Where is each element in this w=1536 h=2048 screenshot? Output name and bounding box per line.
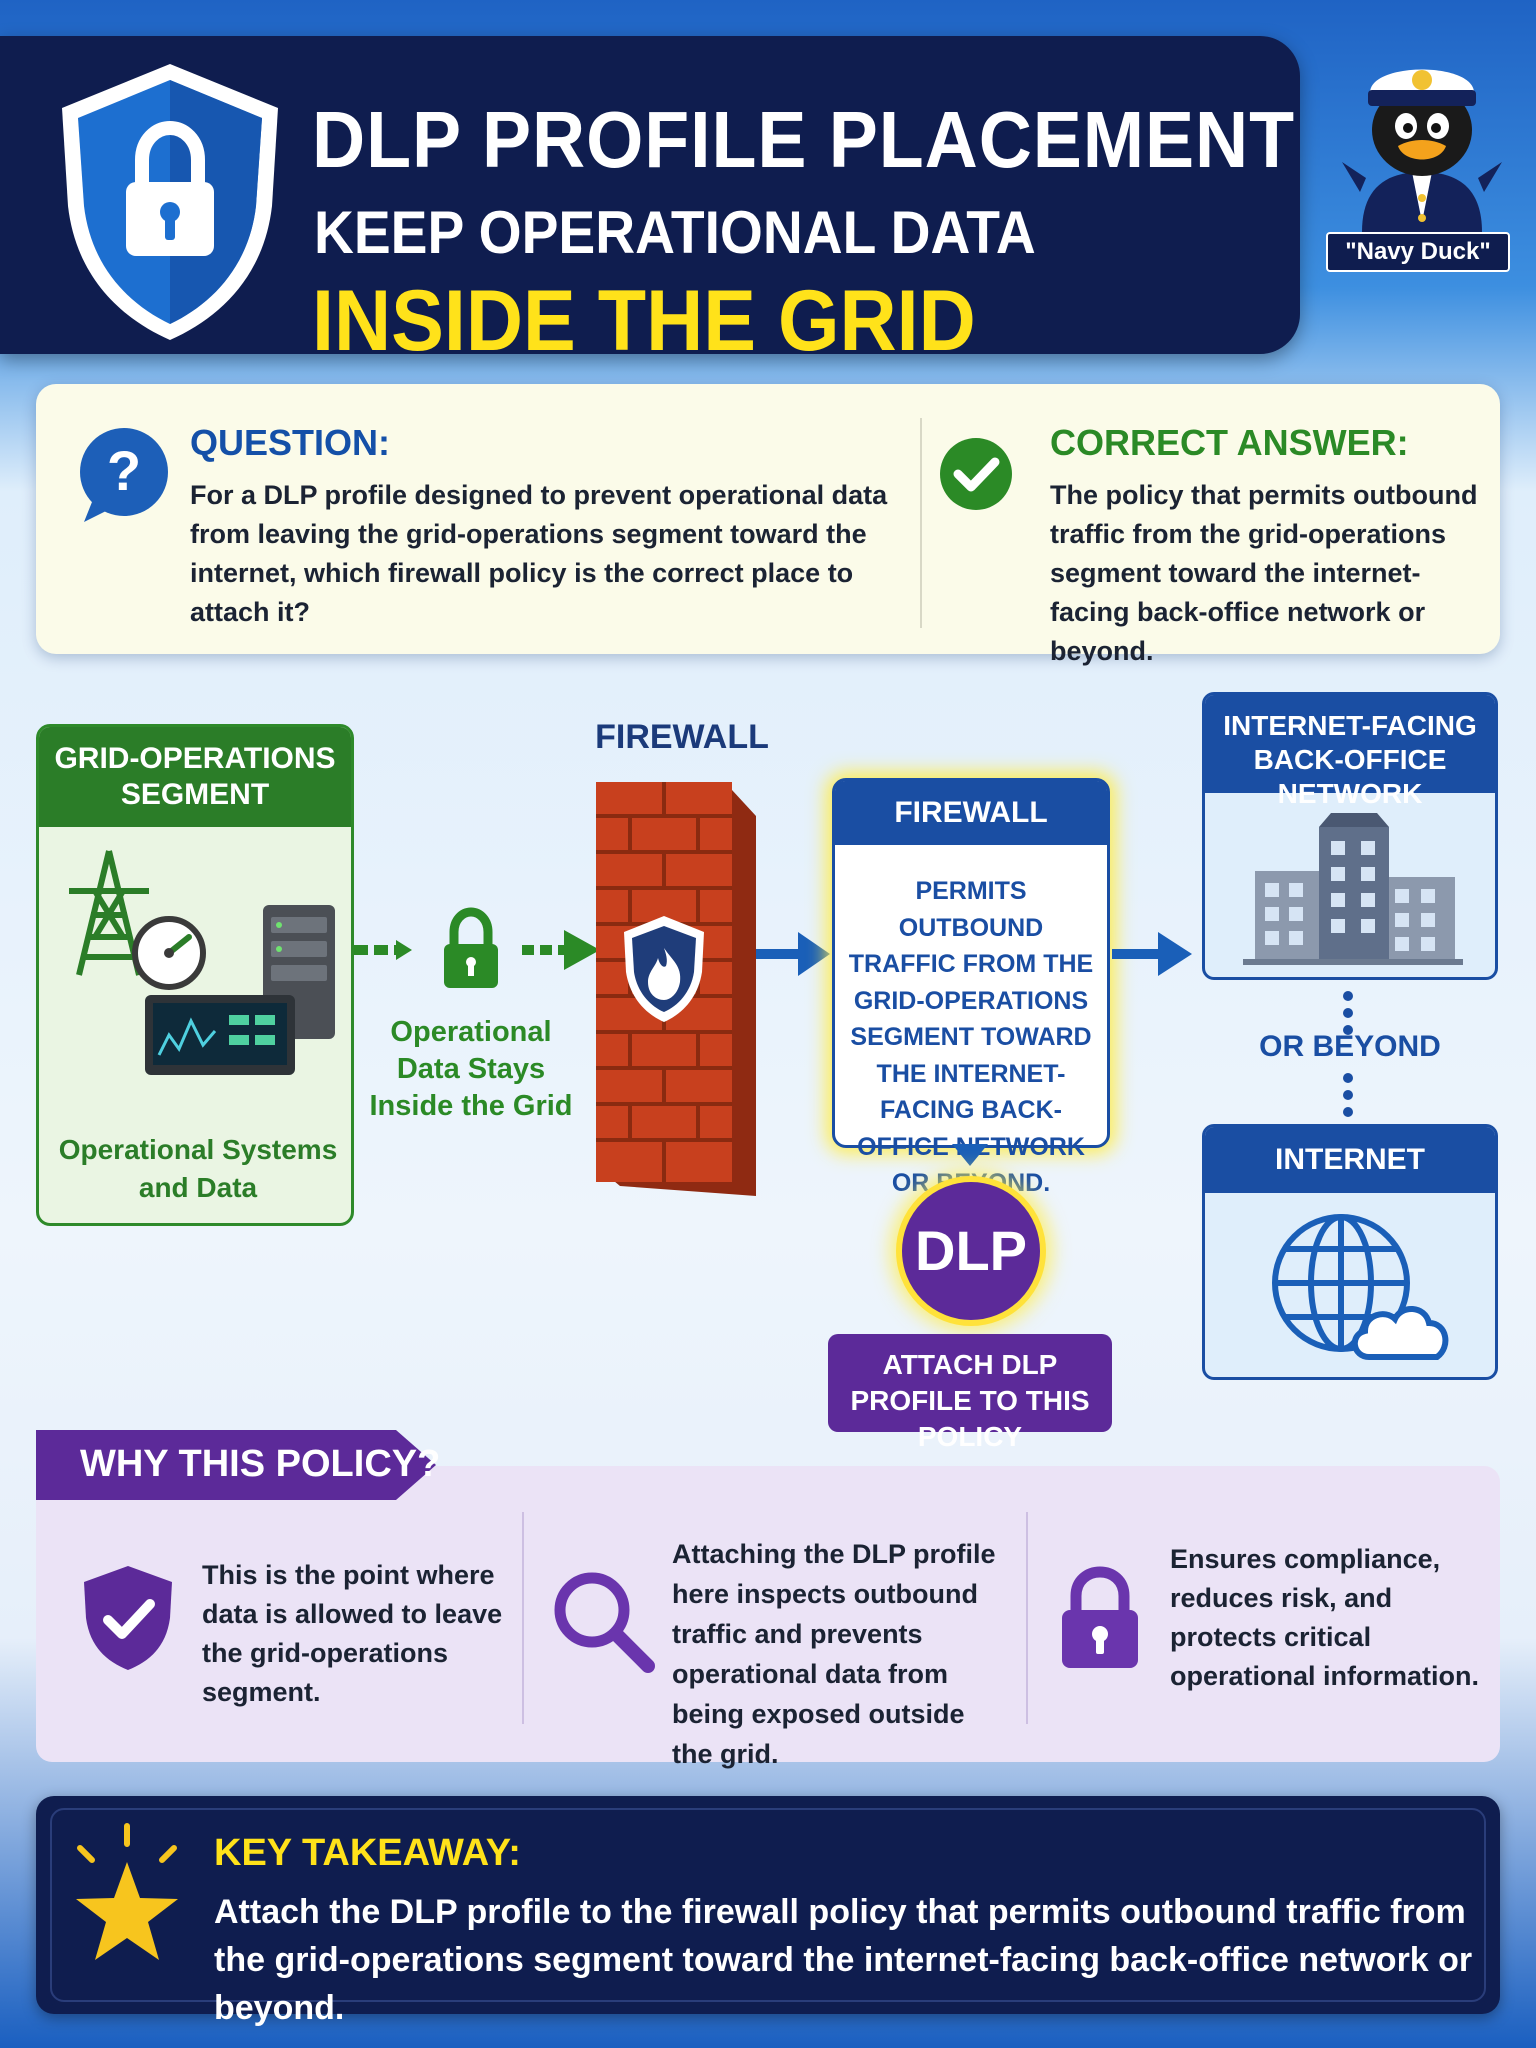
lock-icon (1062, 1566, 1138, 1668)
question-bubble-icon: ? (80, 428, 168, 522)
gauge-icon (132, 916, 206, 990)
takeaway-text: Attach the DLP profile to the firewall p… (214, 1893, 1473, 2027)
mascot-label: "Navy Duck" (1326, 232, 1510, 272)
check-circle-icon (940, 438, 1012, 510)
firewall-brick-wall-icon (596, 782, 756, 1196)
policy-pointer-icon (952, 1144, 988, 1166)
takeaway-panel (36, 1796, 1500, 2014)
takeaway-inner-border (50, 1808, 1486, 2002)
grid-segment-caption: Operational Systems and Data (58, 1134, 338, 1203)
grid-segment-title: GRID-OPERATIONS SEGMENT (39, 727, 351, 827)
title-line-2: KEEP OPERATIONAL DATA (314, 199, 1036, 266)
why-divider (1026, 1512, 1028, 1724)
question-answer-card: ? QUESTION: For a DLP profile designed t… (36, 384, 1500, 666)
or-beyond-label: OR BEYOND (1259, 1030, 1441, 1063)
blue-arrow-to-network-icon (1112, 932, 1192, 976)
title-line-1: DLP PROFILE PLACEMENT (312, 95, 1295, 184)
policy-title: FIREWALL POLICY (835, 781, 1107, 893)
header-banner: DLP PROFILE PLACEMENT KEEP OPERATIONAL D… (0, 36, 1300, 369)
office-buildings-icon (1243, 813, 1463, 965)
title-line-3: INSIDE THE GRID (312, 273, 976, 369)
firewall-policy-box: FIREWALL POLICY PERMITS OUTBOUND TRAFFIC… (832, 778, 1110, 1197)
why-point-1: This is the point where data is allowed … (202, 1560, 503, 1707)
why-point-3: Ensures compliance, reduces risk, and pr… (1170, 1544, 1480, 1691)
why-point-2: Attaching the DLP profile here inspects … (672, 1539, 996, 1769)
shield-lock-icon (62, 64, 278, 340)
internet-box: INTERNET (1202, 1124, 1498, 1380)
back-office-network-box: INTERNET-FACING BACK-OFFICE NETWORK (1202, 692, 1498, 980)
flow-caption: Operational Data Stays Inside the Grid (369, 1016, 573, 1122)
grid-systems-illustration (69, 850, 335, 1075)
grid-operations-segment: GRID-OPERATIONS SEGMENT Operational Syst… (36, 724, 354, 1226)
back-office-title: INTERNET-FACING BACK-OFFICE NETWORK (1205, 695, 1495, 809)
answer-text: The policy that permits outbound traffic… (1050, 480, 1478, 666)
why-tab-shape (36, 1430, 436, 1500)
attach-dlp-label: ATTACH DLP PROFILE TO THIS POLICY (828, 1334, 1112, 1452)
firewall-label: FIREWALL (595, 718, 769, 756)
why-divider (522, 1512, 524, 1724)
answer-title: CORRECT ANSWER: (1050, 422, 1409, 463)
why-panel (36, 1466, 1500, 1762)
green-flow-arrow-icon (354, 907, 600, 988)
question-text: For a DLP profile designed to prevent op… (190, 480, 888, 627)
blue-arrow-to-policy-icon (756, 932, 830, 976)
magnifier-icon (554, 1572, 655, 1673)
question-title: QUESTION: (190, 422, 391, 463)
why-title: WHY THIS POLICY? (80, 1443, 441, 1485)
monitor-icon (145, 995, 295, 1075)
globe-cloud-icon (1272, 1214, 1449, 1360)
card-divider (920, 418, 922, 628)
connector-dots-icon (1343, 991, 1353, 1035)
svg-text:?: ? (107, 439, 141, 502)
takeaway-title: KEY TAKEAWAY: (214, 1832, 521, 1874)
shield-check-icon (84, 1566, 172, 1670)
internet-title: INTERNET (1205, 1127, 1495, 1193)
power-tower-icon (69, 850, 149, 976)
dlp-badge: DLP (896, 1176, 1046, 1326)
connector-dots-icon (1343, 1073, 1353, 1117)
star-icon (76, 1823, 178, 1960)
